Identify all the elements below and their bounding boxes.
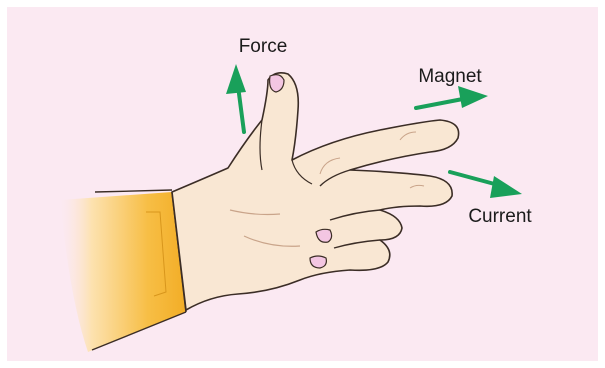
current-label: Current bbox=[468, 206, 532, 227]
sleeve bbox=[60, 190, 186, 352]
arrow-right-icon bbox=[416, 86, 488, 108]
magnet-label: Magnet bbox=[418, 66, 482, 87]
force-label: Force bbox=[239, 36, 288, 57]
little-finger-nail bbox=[310, 256, 326, 268]
arrow-down-right-icon bbox=[450, 172, 522, 198]
arrow-up-icon bbox=[226, 64, 246, 132]
